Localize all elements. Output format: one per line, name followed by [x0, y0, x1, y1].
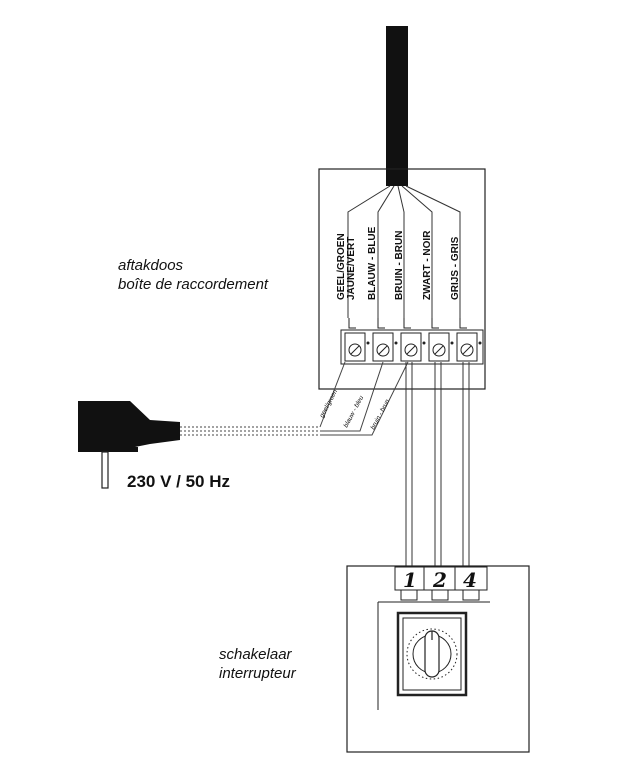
wire-label-blue: BLAUW - BLUE: [367, 226, 378, 300]
switch-plate: [377, 601, 490, 710]
switch-label-fr: interrupteur: [219, 665, 297, 682]
switch-terminal-2: 2: [432, 568, 447, 592]
wire-label-grey: GRIJS - GRIS: [450, 236, 461, 300]
switch-label-nl: schakelaar: [219, 646, 293, 663]
junction-box: [318, 168, 486, 390]
wire-label-yellow-green-2: JAUNE/VERT: [346, 237, 357, 300]
junction-box-label-fr: boîte de raccordement: [118, 276, 269, 293]
switch-terminal-strip: [394, 566, 488, 601]
wire-label-brown: BRUIN - BRUN: [394, 231, 405, 300]
junction-box-label-nl: aftakdoos: [118, 257, 184, 274]
switch-wires: [405, 362, 470, 567]
supply-cord: [180, 361, 409, 436]
switch-terminal-1: 1: [403, 568, 417, 592]
terminal-block: [340, 318, 484, 365]
switch-terminal-4: 4: [463, 568, 477, 592]
main-cable: [386, 26, 408, 186]
cable-fanout-wires: [347, 185, 461, 318]
switch-box: [346, 565, 530, 753]
wire-label-yellow-green-1: GEEL/GROEN: [336, 233, 347, 300]
voltage-label: 230 V / 50 Hz: [127, 472, 230, 491]
rotary-knob-icon: [406, 628, 458, 680]
cord-label-yellow-green: geel/groen: [319, 388, 340, 419]
wire-label-black: ZWART - NOIR: [422, 230, 433, 300]
cord-label-brown: bruin - brun: [370, 398, 392, 431]
power-plug: [78, 401, 180, 489]
